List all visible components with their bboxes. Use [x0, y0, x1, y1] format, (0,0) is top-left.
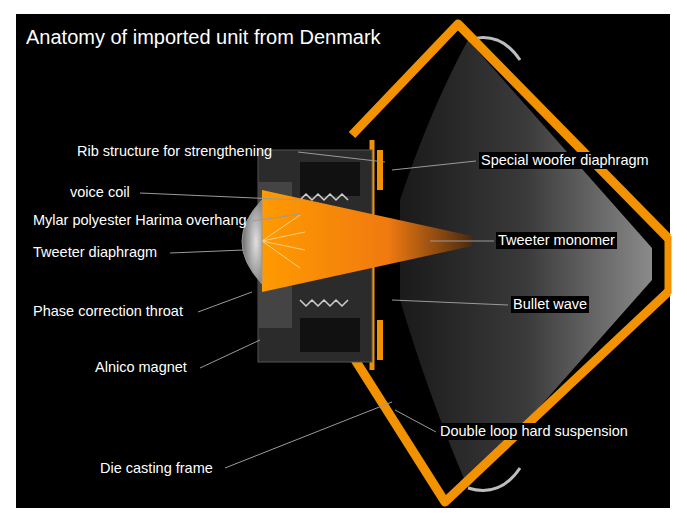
background	[16, 14, 670, 508]
part-label: Double loop hard suspension	[438, 423, 630, 440]
die-casting-frame	[352, 24, 668, 502]
part-label: Rib structure for strengthening	[75, 143, 274, 160]
part-label: voice coil	[68, 184, 132, 201]
part-label: Bullet wave	[511, 296, 589, 313]
part-label: Phase correction throat	[31, 303, 185, 320]
horn-rays	[262, 215, 305, 268]
part-label: Tweeter diaphragm	[31, 244, 159, 261]
part-label: Special woofer diaphragm	[479, 152, 651, 169]
leader-lines	[140, 152, 508, 468]
part-label: Tweeter monomer	[496, 232, 617, 249]
magnet-plate	[300, 318, 360, 352]
part-label: Mylar polyester Harima overhang	[31, 212, 249, 229]
part-label: Alnico magnet	[93, 359, 189, 376]
title: Anatomy of imported unit from Denmark	[26, 26, 381, 49]
magnet-plate	[300, 162, 360, 196]
part-label: Die casting frame	[98, 460, 215, 477]
